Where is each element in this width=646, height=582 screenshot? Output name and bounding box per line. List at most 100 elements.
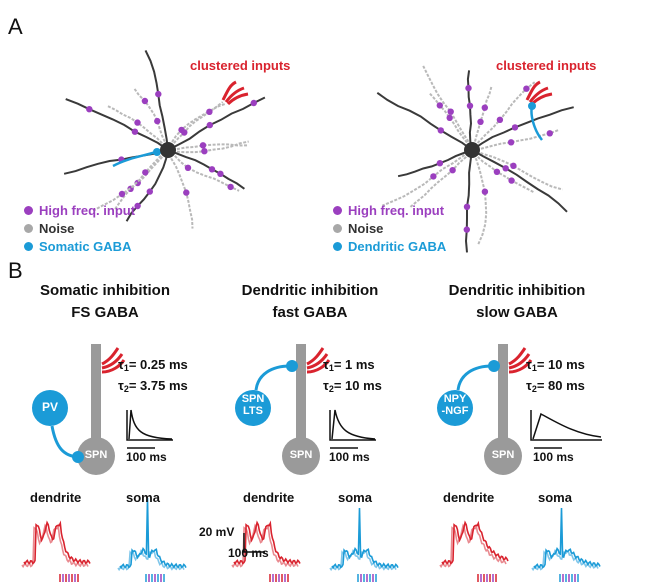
- schematics-panel: [21, 344, 602, 582]
- input-dot: [510, 162, 517, 169]
- dendrite-branch: [428, 92, 473, 151]
- voltage-traces: [21, 497, 601, 582]
- input-dot: [155, 90, 162, 98]
- tau1-value: = 1 ms: [333, 357, 375, 372]
- input-dot: [146, 188, 153, 195]
- kernel-fast-trace: [128, 409, 173, 440]
- neuron-morphology-panel: [63, 49, 574, 253]
- dendrite-shaft: [91, 344, 101, 444]
- tau-symbol: τ: [526, 357, 532, 372]
- dendrite-branch: [167, 149, 194, 229]
- purple-dot-icon: [333, 206, 342, 215]
- dendrite-shaft: [498, 344, 508, 444]
- soma-voltage-trace: [331, 507, 399, 570]
- tau-params-dendritic-slow: τ1= 10 ms τ2= 80 ms: [526, 357, 585, 394]
- dendrite-branch: [92, 149, 169, 212]
- tau-params-dendritic-fast: τ1= 1 ms τ2= 10 ms: [323, 357, 382, 394]
- axon-line: [254, 364, 291, 391]
- panel-label-b: B: [8, 258, 23, 283]
- spn-soma: [484, 437, 522, 475]
- trace-label-soma: soma: [338, 490, 372, 505]
- dendrite-shaft: [296, 344, 306, 444]
- time-scale-label: 100 ms: [228, 546, 269, 560]
- interneuron-label-line-1: SPN: [241, 393, 265, 405]
- title-line-1: Dendritic inhibition: [241, 282, 379, 299]
- dendrite-voltage-trace: [23, 520, 91, 566]
- legend-label: Noise: [348, 221, 384, 236]
- interneuron-npy-ngf: [437, 390, 473, 426]
- interneuron-label-line-1: NPY: [443, 393, 467, 405]
- neuron-morphology-left: [63, 49, 266, 229]
- gray-dot-icon: [24, 224, 33, 233]
- trace-label-soma: soma: [538, 490, 572, 505]
- input-dot: [446, 114, 453, 122]
- input-dot: [511, 124, 519, 131]
- interneuron-label-line-2: -NGF: [441, 405, 469, 417]
- input-dot: [206, 121, 213, 129]
- tau2-value: = 10 ms: [333, 378, 382, 393]
- input-dot: [154, 117, 161, 125]
- input-dot: [430, 173, 437, 180]
- gaba-synapse: [528, 102, 536, 110]
- input-dot: [447, 108, 454, 115]
- kernel-scale-label: 100 ms: [329, 450, 370, 464]
- input-dot: [227, 183, 234, 191]
- title-line-2: FS GABA: [71, 304, 139, 321]
- legend-item-somatic-gaba: Somatic GABA: [24, 239, 131, 254]
- input-dot: [477, 118, 484, 126]
- dendrite-branch: [167, 96, 266, 151]
- dendrite-branch: [167, 149, 240, 192]
- trace-label-dendrite: dendrite: [443, 490, 495, 505]
- interneuron-spn-lts: [235, 390, 271, 426]
- axon-line: [50, 425, 79, 459]
- condition-title-dendritic-slow: Dendritic inhibition slow GABA: [412, 280, 622, 324]
- input-dot: [134, 119, 141, 126]
- clustered-synapses-icon: [508, 347, 533, 374]
- legend-label: Noise: [39, 221, 75, 236]
- kernel-scale-label: 100 ms: [533, 450, 574, 464]
- tau2-value: = 80 ms: [536, 378, 585, 393]
- legend-item-high-freq: High freq. input: [24, 203, 135, 218]
- clustered-inputs-label-right: clustered inputs: [496, 58, 597, 73]
- input-dot: [481, 104, 488, 111]
- condition-title-somatic: Somatic inhibition FS GABA: [0, 280, 210, 324]
- input-dot: [436, 160, 444, 167]
- blue-dot-icon: [24, 242, 33, 251]
- interneuron-label-line-2: LTS: [243, 405, 263, 417]
- interneuron-pv: [32, 390, 68, 426]
- interneuron-label: NPY -NGF: [437, 393, 473, 417]
- condition-title-dendritic-fast: Dendritic inhibition fast GABA: [205, 280, 415, 324]
- trace-label-soma: soma: [126, 490, 160, 505]
- dendrite-branch: [471, 106, 574, 151]
- tau2-value: = 3.75 ms: [128, 378, 188, 393]
- interneuron-label: PV: [41, 400, 58, 414]
- interneuron-label: SPN LTS: [235, 393, 271, 417]
- tau-params-somatic: τ1= 0.25 ms τ2= 3.75 ms: [118, 357, 188, 394]
- dendrite-branch: [471, 128, 560, 151]
- dendrite-branch: [471, 86, 493, 151]
- dendrite-branch: [381, 149, 473, 207]
- dendrite-branch: [471, 149, 568, 213]
- input-dot: [201, 148, 208, 155]
- kernel-axes: [530, 410, 602, 441]
- input-dot: [86, 106, 93, 113]
- axon-line: [456, 364, 493, 391]
- dendrite-branch: [107, 105, 169, 151]
- dendrite-branch: [125, 149, 169, 222]
- dendrite-branch: [167, 102, 227, 151]
- soma-label: SPN: [84, 449, 108, 461]
- input-dot: [546, 130, 553, 137]
- voltage-scale-label: 20 mV: [199, 525, 235, 539]
- tau1-value: = 0.25 ms: [128, 357, 188, 372]
- soma-label: SPN: [289, 449, 313, 461]
- clustered-inputs-icon: [221, 80, 249, 106]
- voltage-scale-bar: [243, 533, 265, 553]
- input-dot: [217, 170, 224, 177]
- synapse-dot: [72, 451, 84, 463]
- legend-label: High freq. input: [39, 203, 136, 218]
- input-dot: [131, 128, 139, 135]
- input-dot: [141, 97, 149, 105]
- soma-voltage-trace: [119, 497, 187, 570]
- input-dot: [118, 190, 126, 198]
- schematic-dendritic-slow: [437, 344, 602, 475]
